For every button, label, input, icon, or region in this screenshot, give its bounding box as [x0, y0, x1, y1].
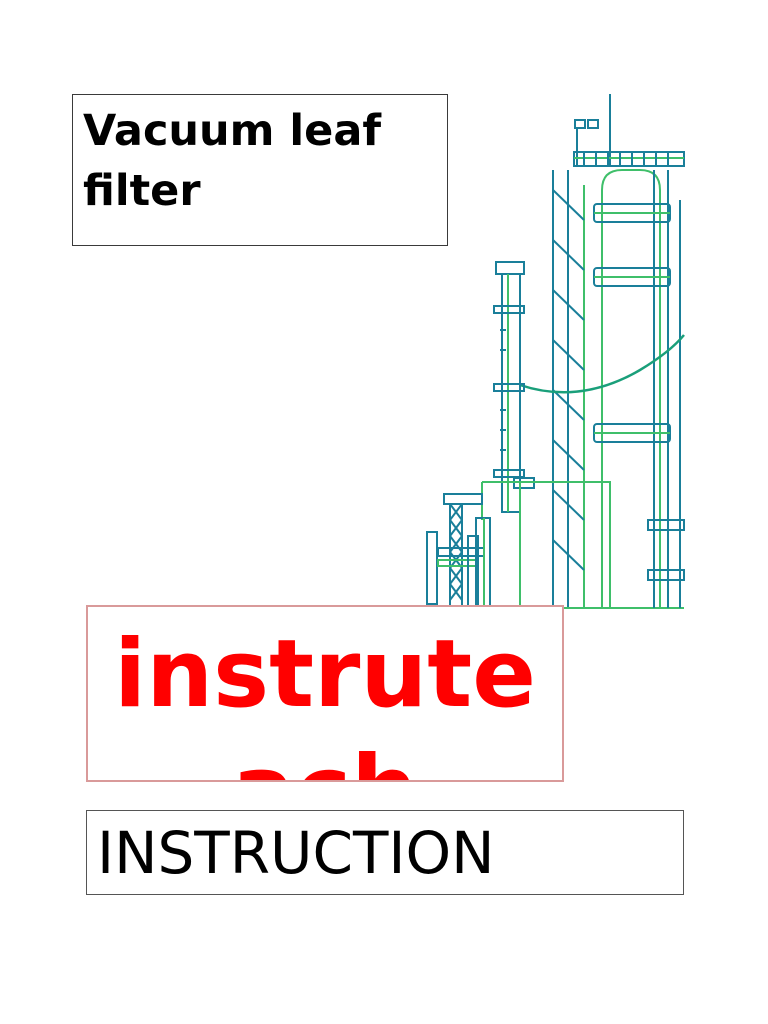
- instruction-label: INSTRUCTION: [97, 819, 495, 887]
- document-title: Vacuum leaf filter: [83, 106, 382, 216]
- brand-name: instruteach: [114, 620, 536, 780]
- title-box: Vacuum leaf filter: [72, 94, 448, 246]
- brand-logo-box: instruteach: [86, 605, 564, 782]
- instruction-label-box: INSTRUCTION: [86, 810, 684, 895]
